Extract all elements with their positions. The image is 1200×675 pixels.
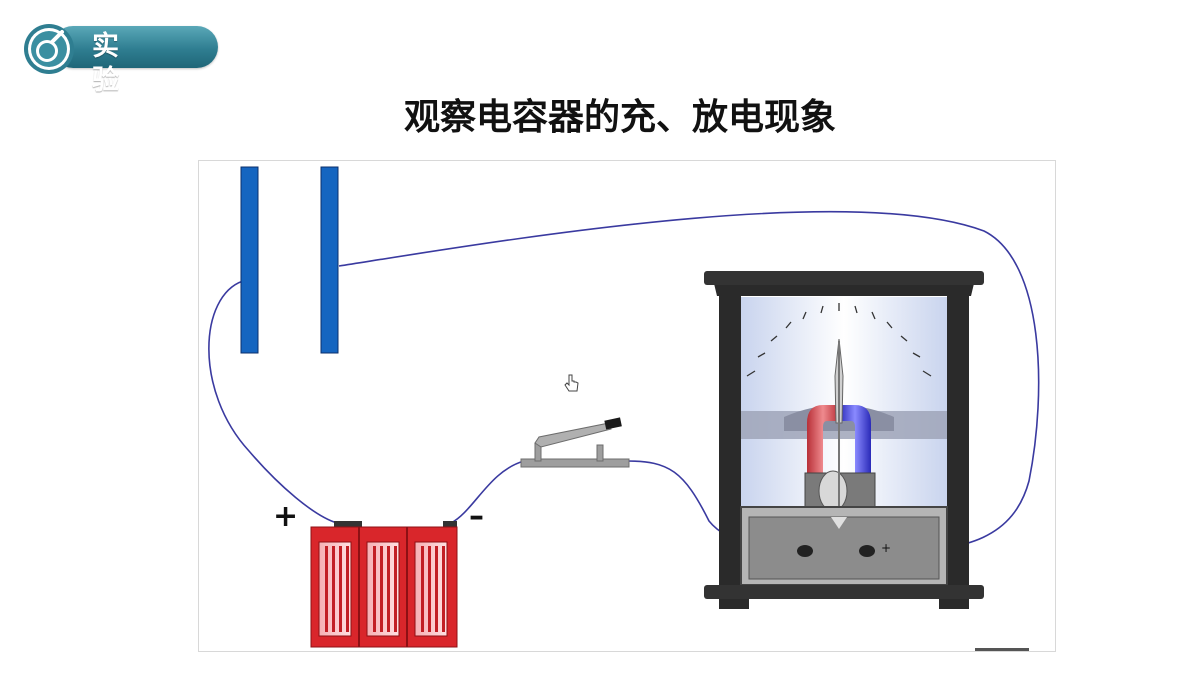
battery-negative-label: –: [469, 499, 484, 534]
meter-plus-label: +: [881, 541, 892, 555]
meter-terminal-right: [859, 545, 875, 557]
wire-battery-to-switch: [450, 460, 525, 524]
magnet-red-pole: [807, 405, 839, 473]
capacitor-plate-left: [240, 166, 259, 354]
capacitor-plate-right: [320, 166, 339, 354]
magnet-blue-pole: [839, 405, 871, 473]
experiment-diagram: + – +: [198, 160, 1056, 652]
page-title: 观察电容器的充、放电现象: [403, 97, 836, 138]
hand-cursor-icon: [564, 374, 579, 392]
wire-plate1-to-battery: [208, 280, 338, 524]
meter-terminal-left: [797, 545, 813, 557]
battery-cell-3: [414, 541, 448, 637]
galvanometer: [704, 271, 984, 609]
battery-positive-label: +: [273, 499, 299, 534]
wires: [208, 210, 1040, 553]
badge-pill: [52, 26, 218, 68]
lens-icon: [24, 24, 74, 74]
badge-label: 实 验: [92, 31, 147, 96]
experiment-badge: 实 验: [22, 22, 222, 96]
wire-plate2-to-meter: [338, 210, 1040, 552]
meter-scale: [746, 303, 932, 377]
circuit-svg: [208, 166, 1040, 651]
battery: [310, 521, 458, 648]
battery-cell-1: [318, 541, 352, 637]
battery-cell-2: [366, 541, 400, 637]
knife-switch: [520, 417, 630, 468]
